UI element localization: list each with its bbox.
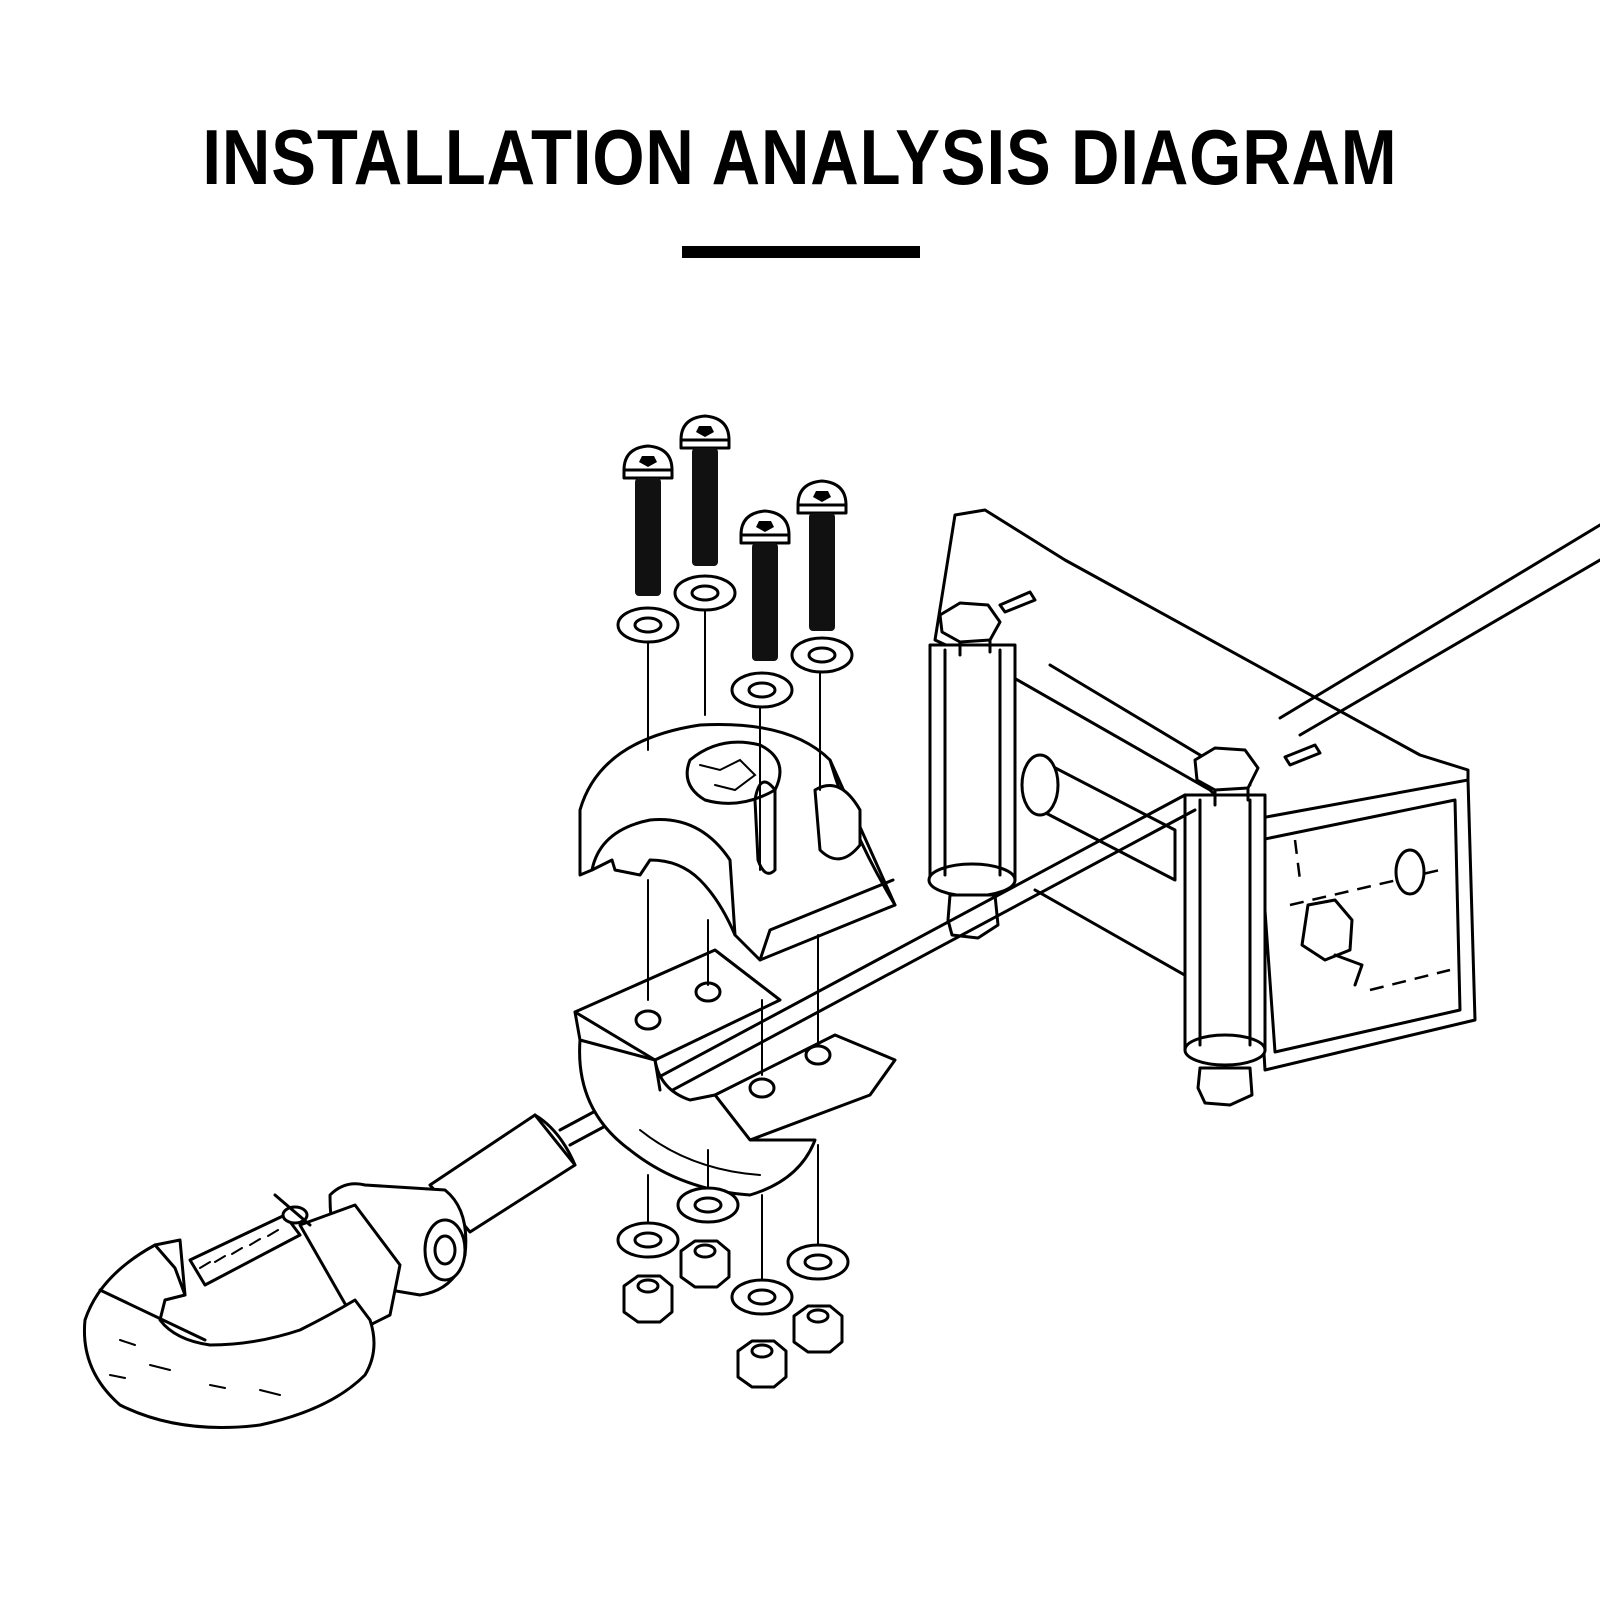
flat-washer bbox=[730, 1278, 794, 1316]
hex-nut bbox=[792, 1304, 844, 1354]
lock-washer bbox=[616, 606, 680, 644]
cable-stopper-top-half bbox=[578, 722, 897, 962]
flat-washer bbox=[616, 1221, 680, 1259]
bolt bbox=[622, 444, 674, 596]
hex-nut bbox=[679, 1239, 731, 1289]
clevis-hook bbox=[82, 1182, 468, 1429]
bolt bbox=[796, 479, 848, 631]
cable-stopper-bottom-half bbox=[573, 948, 897, 1197]
title-underline bbox=[682, 246, 920, 258]
flat-washer bbox=[676, 1186, 740, 1224]
bolt bbox=[679, 414, 731, 566]
winch-cable bbox=[558, 523, 1600, 1147]
hex-nut bbox=[622, 1274, 674, 1324]
flat-washer bbox=[786, 1243, 850, 1281]
bolt bbox=[739, 509, 791, 661]
vertical-roller-left bbox=[927, 601, 1017, 940]
lock-washer bbox=[673, 574, 737, 612]
lock-washer bbox=[790, 636, 854, 674]
horizontal-roller bbox=[1020, 753, 1177, 882]
roller-fairlead-bracket bbox=[933, 508, 1477, 1072]
vertical-roller-right bbox=[1183, 746, 1267, 1107]
page-title: INSTALLATION ANALYSIS DIAGRAM bbox=[202, 113, 1398, 201]
lock-washer bbox=[730, 671, 794, 709]
hex-nut bbox=[736, 1339, 788, 1389]
